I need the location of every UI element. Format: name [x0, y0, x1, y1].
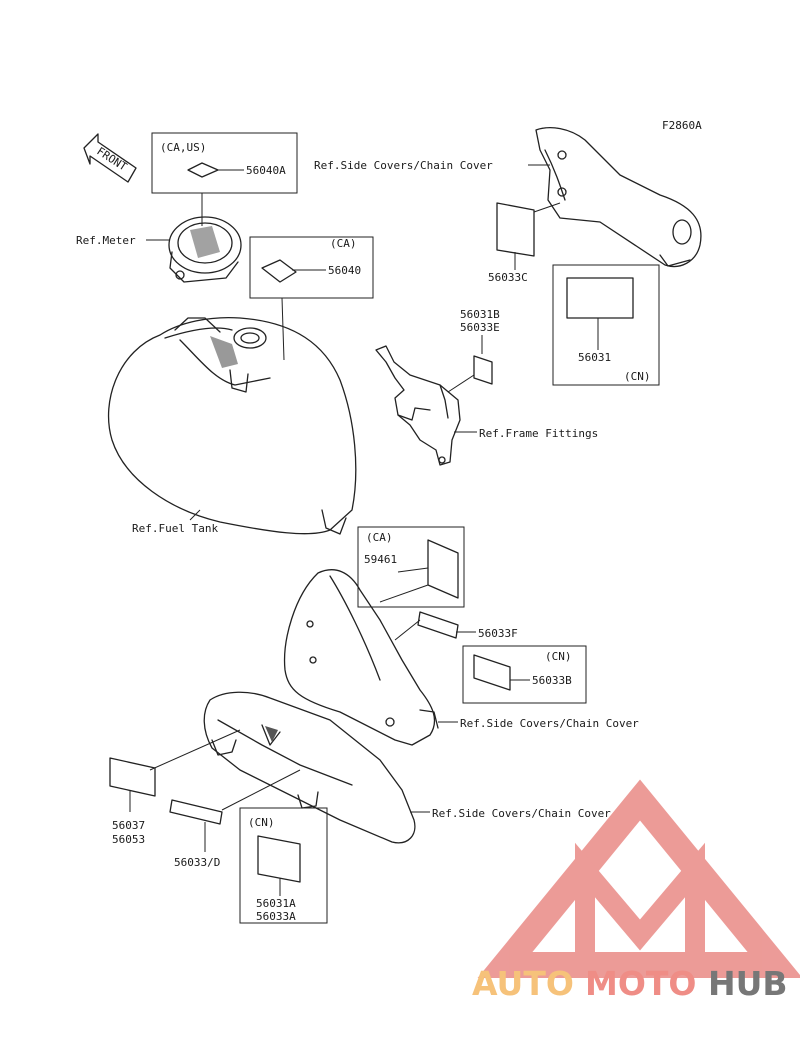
figure-code: F2860A [662, 119, 702, 132]
fuel-tank-part [107, 316, 357, 535]
label-56037-shape [109, 757, 156, 797]
ref-fuel-tank-label: Ref.Fuel Tank [132, 522, 218, 535]
region-ca-us: (CA,US) [160, 141, 206, 154]
label-56031a-shape [257, 835, 301, 883]
middle-side-cover-part [283, 569, 439, 746]
label-56033c-shape [496, 202, 535, 257]
watermark-auto: AUTO [472, 964, 574, 1003]
front-arrow-icon: FRONT [83, 133, 137, 183]
region-cn-bottom: (CN) [248, 816, 275, 829]
label-59461-shape [427, 539, 459, 599]
part-56040: 56040 [328, 264, 361, 277]
ca-box-mid [357, 526, 465, 608]
meter-part [168, 216, 242, 283]
part-56031b: 56031B [460, 308, 500, 321]
ref-side-covers-bottom-label: Ref.Side Covers/Chain Cover [432, 807, 611, 820]
part-56033e: 56033E [460, 321, 500, 334]
label-56040-shape [261, 259, 297, 283]
part-56033f: 56033F [478, 627, 518, 640]
cn-box-top [552, 264, 660, 386]
part-56040a: 56040A [246, 164, 286, 177]
ref-side-covers-mid-label: Ref.Side Covers/Chain Cover [460, 717, 639, 730]
region-cn-mid: (CN) [545, 650, 572, 663]
ref-side-covers-top-label: Ref.Side Covers/Chain Cover [314, 159, 493, 172]
ca-box-top [249, 236, 374, 299]
watermark-moto: MOTO [585, 964, 696, 1003]
ref-frame-fittings-label: Ref.Frame Fittings [479, 427, 598, 440]
ref-meter-label: Ref.Meter [76, 234, 136, 247]
watermark-text: AUTO MOTO HUB [472, 964, 788, 1003]
watermark-hub: HUB [708, 964, 788, 1003]
ca-us-box [151, 132, 298, 194]
label-56031b-shape [473, 355, 493, 385]
chain-cover-part [203, 691, 416, 844]
frame-fittings-part [375, 345, 461, 466]
label-56033b-shape [473, 654, 511, 691]
part-56053: 56053 [112, 833, 145, 846]
upper-side-cover-part [535, 127, 702, 268]
part-56033b: 56033B [532, 674, 572, 687]
part-56033a: 56033A [256, 910, 296, 923]
cn-box-bottom [239, 807, 328, 924]
label-56033f-shape [417, 611, 459, 639]
part-56037: 56037 [112, 819, 145, 832]
region-ca-mid: (CA) [366, 531, 393, 544]
front-arrow-label: FRONT [94, 145, 129, 174]
region-ca-top: (CA) [330, 237, 357, 250]
part-56031: 56031 [578, 351, 611, 364]
cn-box-mid [462, 645, 587, 704]
label-56033d-shape [169, 799, 223, 825]
part-56033d: 56033/D [174, 856, 220, 869]
label-56040a-shape [187, 162, 219, 178]
watermark-logo [477, 779, 800, 978]
region-cn-top: (CN) [624, 370, 651, 383]
part-56033c: 56033C [488, 271, 528, 284]
label-56031-shape [566, 277, 634, 319]
part-56031a: 56031A [256, 897, 296, 910]
part-59461: 59461 [364, 553, 397, 566]
